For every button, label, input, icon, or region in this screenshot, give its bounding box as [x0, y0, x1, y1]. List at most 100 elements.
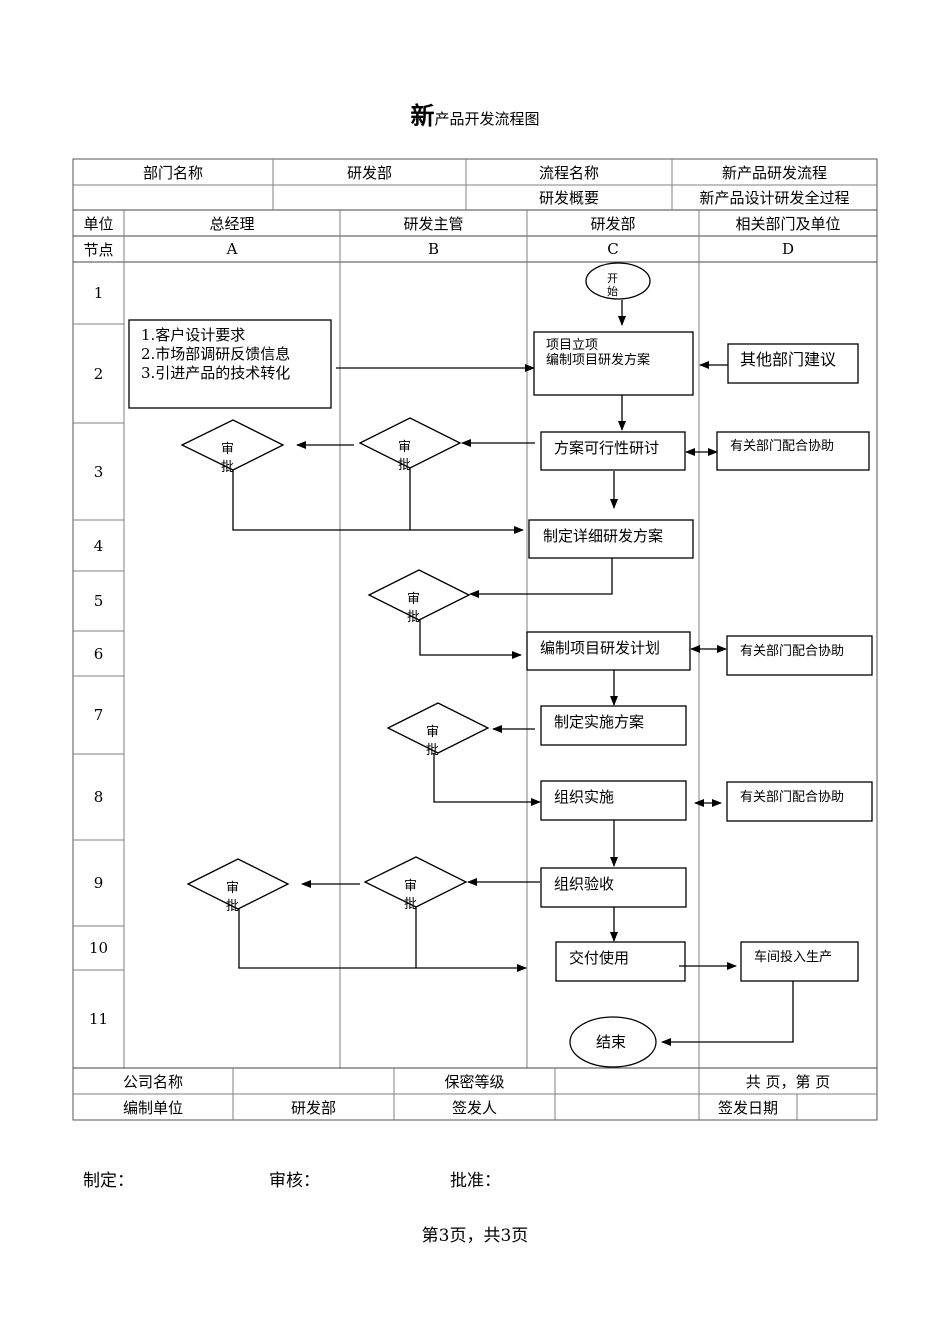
assist-box-2 [726, 635, 873, 676]
approve-label-b5: 审批 [407, 591, 420, 627]
row-number: 11 [88, 1010, 109, 1028]
production-text: 车间投入生产 [754, 950, 833, 965]
row-number: 7 [93, 706, 104, 724]
approve-char-2: 批 [404, 897, 418, 912]
approve-diamond-a3 [180, 419, 285, 471]
lane-c-code: C [607, 240, 619, 258]
inputs-line-3: 3.引进产品的技术转化 [141, 364, 291, 382]
end-ellipse [569, 1016, 657, 1068]
other-dept-box [727, 343, 859, 384]
dev-schedule-text: 编制项目研发计划 [540, 639, 661, 657]
dev-schedule-box [526, 631, 691, 671]
row-number: 10 [88, 939, 109, 957]
flow-connectors [232, 300, 794, 1046]
approve-char-1: 审 [407, 592, 421, 607]
dept-name-value: 研发部 [346, 163, 392, 182]
lane-a-code: A [226, 240, 238, 258]
flow-shapes [128, 262, 873, 1068]
approve-char-2: 批 [426, 743, 440, 758]
title-first-char: 新 [410, 101, 435, 130]
approved-by-label: 批准： [450, 1171, 501, 1191]
row-number: 3 [93, 462, 104, 481]
lane-a-name: 总经理 [209, 214, 255, 233]
approve-char-2: 批 [398, 458, 412, 473]
lane-d-code: D [781, 240, 795, 258]
row-number: 4 [93, 536, 104, 555]
row-number: 8 [93, 788, 104, 806]
reviewed-by-label: 审核： [269, 1171, 320, 1191]
page-number: 第3页，共3页 [421, 1226, 529, 1246]
approve-char-1: 审 [404, 879, 418, 894]
detailed-plan-text: 制定详细研发方案 [543, 527, 664, 545]
unit-label: 单位 [83, 214, 114, 233]
other-dept-text: 其他部门建议 [740, 350, 837, 369]
acceptance-box [540, 867, 687, 908]
prepared-by-label: 制定： [83, 1171, 134, 1191]
inputs-line-2: 2.市场部调研反馈信息 [141, 345, 291, 363]
project-setup-line-2: 编制项目研发方案 [546, 353, 651, 368]
approve-label-b9: 审批 [404, 878, 417, 914]
approve-diamond-a9 [186, 858, 290, 910]
detailed-plan-box [528, 519, 694, 559]
lane-b-code: B [427, 240, 440, 258]
lane-c-name: 研发部 [590, 214, 636, 233]
page-count-label: 共 页，第 页 [745, 1072, 831, 1091]
security-level-label: 保密等级 [444, 1072, 505, 1091]
row-number: 6 [93, 644, 104, 663]
issue-date-label: 签发日期 [717, 1098, 778, 1117]
compiled-by-label: 编制单位 [122, 1098, 183, 1117]
feasibility-text: 方案可行性研讨 [554, 439, 660, 457]
dept-name-label: 部门名称 [142, 163, 203, 182]
page-title: 新产品开发流程图 [0, 96, 950, 131]
approve-char-1: 审 [226, 881, 240, 896]
implement-box [540, 780, 687, 821]
impl-plan-text: 制定实施方案 [554, 713, 645, 731]
assist-text-1: 有关部门配合协助 [730, 439, 835, 454]
approve-diamond-b7 [386, 702, 490, 754]
approve-label-a3: 审批 [221, 441, 234, 477]
approve-label-b7: 审批 [426, 724, 439, 760]
approve-label-b3: 审批 [398, 439, 411, 475]
implement-text: 组织实施 [554, 788, 615, 806]
approve-char-2: 批 [407, 610, 421, 625]
start-ellipse [585, 262, 651, 300]
assist-box-3 [726, 781, 873, 822]
assist-text-3: 有关部门配合协助 [740, 790, 845, 805]
summary-label: 研发概要 [538, 189, 599, 207]
approve-label-a9: 审批 [226, 880, 239, 916]
row-number: 9 [93, 874, 104, 892]
approve-diamond-b9 [363, 856, 468, 908]
impl-plan-box [540, 705, 687, 746]
inputs-line-1: 1.客户设计要求 [141, 326, 246, 344]
approve-char-1: 审 [426, 725, 440, 740]
table-lines [72, 158, 878, 1121]
approve-diamond-b3 [358, 417, 462, 469]
process-name-value: 新产品研发流程 [721, 163, 827, 182]
approve-char-2: 批 [221, 460, 235, 475]
compiled-by-value: 研发部 [290, 1098, 336, 1117]
issuer-label: 签发人 [451, 1098, 497, 1117]
row-number: 2 [93, 364, 104, 383]
process-name-label: 流程名称 [538, 163, 599, 182]
start-text: 开始 [607, 272, 618, 298]
approve-char-1: 审 [398, 440, 412, 455]
approve-char-2: 批 [226, 899, 240, 914]
delivery-box [555, 941, 686, 982]
row-number: 5 [93, 592, 104, 610]
node-label: 节点 [83, 240, 114, 259]
delivery-text: 交付使用 [569, 949, 630, 967]
production-box [740, 941, 859, 982]
lane-b-name: 研发主管 [403, 214, 464, 233]
row-number: 1 [93, 284, 104, 302]
start-label: 开始 [607, 272, 619, 298]
approve-char-1: 审 [221, 442, 235, 457]
lane-d-name: 相关部门及单位 [735, 214, 841, 233]
assist-text-2: 有关部门配合协助 [740, 644, 845, 659]
acceptance-text: 组织验收 [554, 875, 615, 893]
summary-value: 新产品设计研发全过程 [699, 189, 850, 207]
company-name-label: 公司名称 [122, 1072, 183, 1091]
project-setup-box [533, 331, 694, 396]
project-setup-line-1: 项目立项 [546, 338, 599, 353]
feasibility-box [540, 431, 686, 471]
